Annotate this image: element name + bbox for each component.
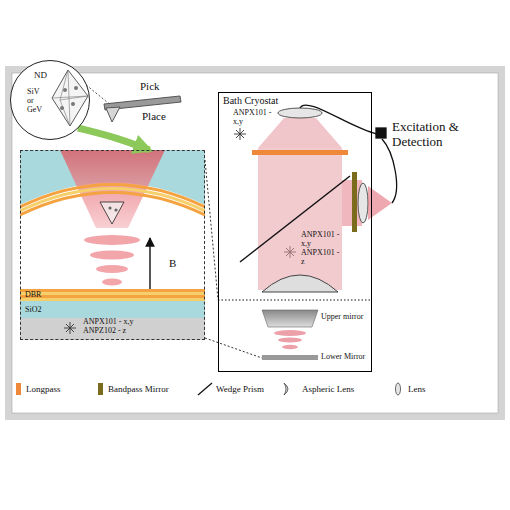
cryostat-box: Bath CryostatANPX101 - x,yANPX101 - x,y … <box>218 92 372 372</box>
annotation-label: Pick <box>140 80 160 92</box>
cryostat-optics-part <box>218 300 372 301</box>
legend-label: Aspheric Lens <box>302 384 354 394</box>
cryostat-optics-part <box>258 148 342 290</box>
cavity-inset-part <box>20 301 205 318</box>
legend-label: Bandpass Mirror <box>108 384 169 394</box>
crystal-outline <box>52 70 88 126</box>
cryostat-optics-part <box>278 108 322 118</box>
node-label: DBR <box>25 291 41 300</box>
node-label: ANPX101 - x,y <box>233 109 277 127</box>
lens-symbol <box>396 383 401 395</box>
cryostat-optics-part <box>358 183 368 223</box>
pick-tool <box>80 80 181 122</box>
color-center-dot <box>74 86 78 90</box>
legend-symbol <box>196 382 214 396</box>
cavity-inset-part <box>84 235 140 245</box>
zoom-leader <box>205 160 218 300</box>
frame-part <box>12 73 498 413</box>
cavity-inset-part <box>20 295 205 298</box>
cryostat-optics-part <box>274 330 306 336</box>
color-center-dot <box>71 102 75 106</box>
node-label: SiV or GeV <box>27 88 45 115</box>
cavity-inset-part <box>90 251 134 260</box>
cavity-inset-part <box>20 289 205 292</box>
cavity-inset-part <box>20 292 205 295</box>
positioner-icon-part <box>64 322 76 334</box>
cryostat-optics-part <box>282 345 298 349</box>
legend-swatch <box>98 383 103 395</box>
color-center-dot <box>63 88 67 92</box>
cavity-inset-part <box>100 202 124 224</box>
wedge-symbol <box>198 383 212 395</box>
fiber-link-part <box>376 128 386 138</box>
node-label: Bath Cryostat <box>223 95 278 106</box>
cavity-inset: B DBR SiO2ANPX101 - x,y ANPZ102 - z <box>20 150 205 340</box>
cavity-inset-part <box>96 265 128 273</box>
cryostat-optics-part <box>252 150 348 155</box>
pick-tool-part <box>106 107 120 122</box>
node-label: Lower Mirror <box>321 353 365 362</box>
legend-symbol <box>390 382 408 396</box>
cavity-inset-part <box>149 238 150 290</box>
fiber-link-part <box>300 105 377 134</box>
cavity-inset-part <box>20 318 205 340</box>
legend-label: Lens <box>408 384 426 394</box>
positioner-icon-part <box>234 128 246 140</box>
nanodiamond-inset: ND SiV or GeV <box>10 60 90 140</box>
aspheric-symbol <box>284 383 288 395</box>
annotation-label: Place <box>142 110 166 122</box>
cavity-inset <box>20 150 205 340</box>
cavity-inset-part <box>114 208 117 211</box>
legend-label: Wedge Prism <box>216 384 264 394</box>
annotation-label: Excitation & Detection <box>392 120 484 149</box>
cavity-inset-part <box>108 206 111 209</box>
legend-swatch <box>16 383 21 395</box>
cryostat-optics-part <box>278 338 302 343</box>
node-label: ND <box>34 70 47 80</box>
nanodiamond-circle <box>10 60 90 140</box>
legend-symbol <box>280 382 298 396</box>
cryostat-optics-part <box>352 172 357 232</box>
cryostat-optics <box>205 108 392 360</box>
cryostat-optics-part <box>262 355 318 360</box>
color-center-dot <box>60 106 64 110</box>
node-label: Upper mirror <box>321 313 363 322</box>
pick-place-arrow <box>78 128 150 150</box>
node-label: SiO2 <box>25 306 41 315</box>
cavity-inset-part <box>102 279 122 286</box>
legend-label: Longpass <box>26 384 61 394</box>
node-label: ANPX101 - x,y ANPX101 - z <box>301 231 343 267</box>
cryostat-optics-part <box>205 338 262 358</box>
circle-outline <box>11 61 90 140</box>
fiber-link <box>300 105 397 203</box>
fiber-link-part <box>382 139 397 203</box>
cryostat-optics-part <box>258 118 342 148</box>
nanodiamond-crystal <box>52 70 88 126</box>
node-label: ANPX101 - x,y ANPZ102 - z <box>83 318 141 336</box>
crystal-edge <box>52 70 88 126</box>
cavity-inset-part <box>20 298 205 301</box>
cryostat-optics-part <box>262 310 318 327</box>
node-label: B <box>169 257 176 269</box>
cryostat-optics-part <box>262 275 338 292</box>
